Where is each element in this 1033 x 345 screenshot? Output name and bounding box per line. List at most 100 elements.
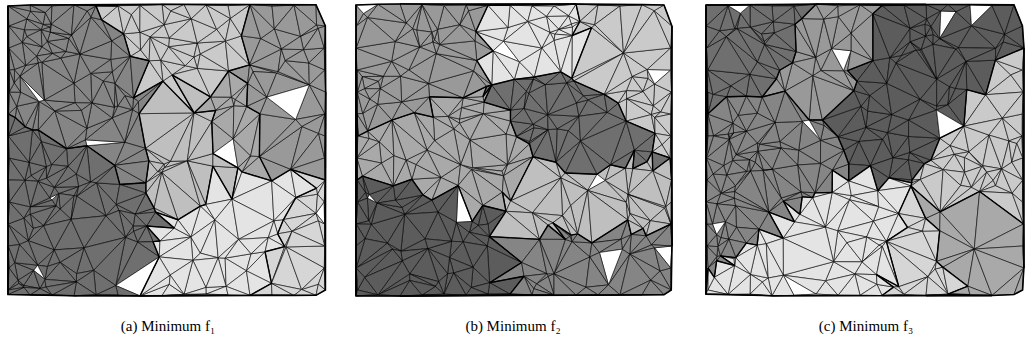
mesh-triangle — [750, 5, 773, 22]
partition-border — [633, 162, 647, 169]
partition-border — [476, 32, 493, 51]
partition-border — [849, 166, 871, 181]
partition-border — [242, 172, 272, 181]
mesh-triangle — [816, 4, 838, 19]
mesh-triangle — [8, 287, 24, 294]
partition-border — [412, 179, 423, 195]
mesh-triangle — [529, 85, 548, 115]
partition-border — [229, 71, 248, 83]
partition-border — [429, 97, 463, 98]
partition-border — [247, 106, 260, 113]
mesh-triangle — [45, 262, 76, 281]
mesh-triangle — [708, 114, 714, 136]
mesh-triangle — [169, 275, 184, 294]
partition-border — [924, 160, 930, 163]
partition-border — [423, 195, 432, 200]
mesh-triangle — [34, 270, 45, 288]
mesh-triangle — [510, 276, 532, 295]
mesh-triangle — [115, 161, 149, 183]
partition-border — [153, 242, 159, 257]
mesh-triangle — [71, 196, 106, 219]
mesh-triangle — [357, 114, 368, 136]
mesh-triangle — [750, 5, 773, 27]
partition-border — [487, 85, 492, 87]
partition-border — [572, 28, 592, 79]
mesh-triangle — [506, 134, 516, 165]
mesh-triangle — [877, 246, 899, 286]
partition-border — [553, 223, 571, 235]
mesh-triangle — [316, 202, 324, 224]
mesh-triangle — [14, 65, 25, 76]
mesh-triangle — [800, 197, 813, 214]
mesh-triangle — [433, 117, 454, 140]
partition-border — [848, 71, 857, 82]
partition-border — [15, 118, 25, 127]
mesh-triangle — [533, 115, 548, 130]
partition-border — [572, 78, 574, 81]
partition-border — [886, 241, 898, 286]
mesh-triangle — [309, 48, 325, 70]
mesh-triangle — [794, 4, 816, 18]
mesh-triangle — [735, 171, 751, 192]
mesh-triangle — [937, 249, 975, 267]
mesh-triangle — [30, 206, 56, 214]
mesh-triangle — [857, 81, 887, 95]
partition-border — [283, 198, 295, 220]
mesh-triangle — [734, 192, 768, 212]
mesh-triangle — [71, 216, 106, 248]
partition-border — [212, 110, 216, 121]
mesh-triangle — [488, 5, 510, 27]
mesh-triangle — [216, 97, 234, 110]
partition-border — [643, 228, 646, 236]
mesh-triangle — [285, 50, 309, 63]
mesh-triangle — [706, 6, 728, 31]
subfigure-caption: (a) Minimum f₁ — [121, 318, 215, 335]
partition-border — [736, 243, 747, 258]
mesh-triangle — [802, 19, 824, 58]
partition-border — [995, 48, 1024, 60]
mesh-triangle — [379, 142, 394, 163]
mesh-triangle — [792, 57, 815, 75]
partition-border — [708, 97, 727, 114]
mesh-triangle — [268, 221, 277, 238]
partition-border — [368, 120, 392, 131]
mesh-triangle — [206, 286, 228, 294]
partition-border — [145, 148, 148, 161]
mesh-triangle — [9, 92, 20, 106]
mesh-triangle — [1011, 70, 1024, 92]
mesh-triangle — [194, 110, 215, 121]
mesh-triangle — [456, 186, 472, 223]
mesh-triangle — [974, 191, 1023, 249]
mesh-triangle — [860, 5, 882, 14]
mesh-triangle — [115, 83, 125, 105]
mesh-panel — [356, 4, 672, 296]
mesh-triangle — [444, 5, 466, 25]
mesh-triangle — [30, 5, 52, 13]
partition-border — [872, 14, 873, 61]
mesh-triangle — [763, 169, 772, 170]
mesh-triangle — [37, 53, 53, 62]
mesh-triangle — [74, 282, 96, 296]
subfigure-caption: (b) Minimum f₂ — [465, 318, 560, 335]
mesh-triangle — [798, 164, 821, 193]
mesh-triangle — [8, 224, 19, 246]
partition-border — [980, 191, 1024, 224]
mesh-triangle — [429, 97, 463, 117]
partition-border — [848, 164, 849, 181]
mesh-triangle — [532, 178, 562, 216]
mesh-triangle — [734, 258, 736, 266]
mesh-triangle — [51, 5, 74, 35]
mesh-triangle — [488, 283, 510, 294]
mesh-triangle — [140, 5, 164, 32]
mesh-triangle — [948, 286, 970, 295]
mesh-triangle — [838, 5, 860, 17]
partition-border — [574, 81, 604, 94]
mesh-triangle — [116, 184, 146, 204]
mesh-triangle — [943, 154, 964, 172]
mesh-triangle — [610, 150, 634, 168]
mesh-triangle — [412, 165, 441, 180]
mesh-triangle — [653, 158, 672, 180]
mesh-triangle — [274, 198, 296, 221]
mesh-triangle — [69, 35, 80, 54]
partition-border — [229, 65, 250, 71]
